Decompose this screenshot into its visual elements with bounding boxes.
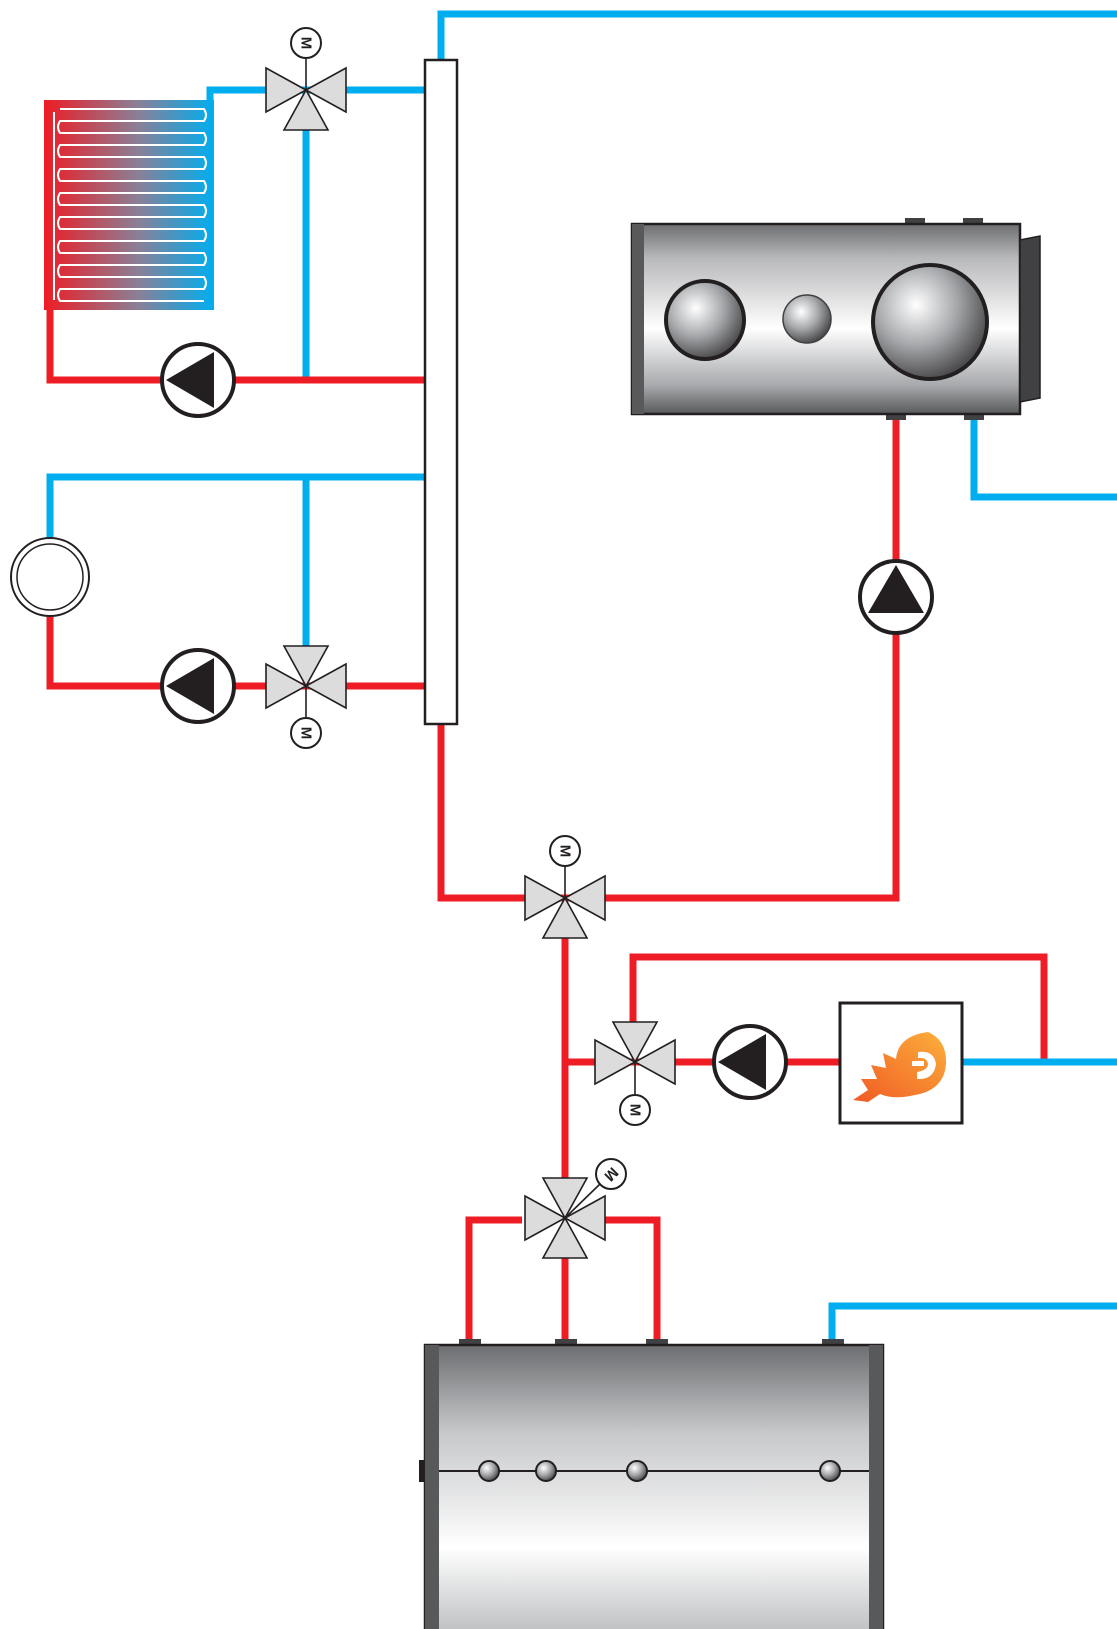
return-pipe-coil — [206, 86, 425, 102]
flame-icon — [853, 1032, 947, 1102]
supply-pipe-tank-right — [603, 1216, 661, 1345]
storage-tank — [419, 1339, 885, 1629]
supply-pipe-radiator — [46, 617, 425, 690]
valve-actuator-main[interactable]: M — [549, 835, 581, 867]
heat-pump-port-left — [664, 279, 746, 361]
return-pipe-top — [437, 10, 1117, 60]
supply-pipe-boiler-loop — [629, 953, 1048, 1062]
heat-pump-unit — [630, 218, 1041, 420]
supply-pipe-main — [437, 418, 900, 902]
tank-sensor-1 — [478, 1460, 500, 1482]
heat-pump-port-right — [871, 263, 989, 381]
pump-heating-coil[interactable] — [160, 342, 236, 418]
tank-sensor-2 — [535, 1460, 557, 1482]
actuator-label: M — [298, 37, 315, 50]
supply-pipe-coil — [46, 308, 425, 384]
actuator-label: M — [557, 845, 574, 858]
tank-sensor-4 — [819, 1460, 841, 1482]
return-pipe-tank — [828, 1302, 1117, 1345]
mixing-valve-radiator[interactable]: M — [265, 645, 347, 749]
boiler — [838, 1001, 964, 1125]
valve-actuator-tank[interactable]: M — [595, 1158, 627, 1190]
hydraulic-separator — [423, 58, 459, 726]
actuator-label: M — [298, 727, 315, 740]
valve-actuator-heating-coil[interactable]: M — [290, 27, 322, 59]
pump-boiler[interactable] — [712, 1024, 788, 1100]
mixing-valve-tank[interactable]: M — [524, 1158, 627, 1259]
underfloor-heating-coil — [44, 100, 214, 310]
valve-actuator-boiler[interactable]: M — [619, 1094, 651, 1126]
pump-heat-pump[interactable] — [858, 559, 934, 635]
supply-pipe-tank-left — [465, 1216, 522, 1345]
mixing-valve-boiler[interactable]: M — [594, 1021, 676, 1126]
mixing-valve-heating-coil[interactable]: M — [265, 27, 347, 131]
return-pipe-radiator — [46, 473, 425, 537]
mixing-valve-main[interactable]: M — [524, 835, 606, 939]
tank-sensor-3 — [626, 1460, 648, 1482]
pump-radiator[interactable] — [160, 648, 236, 724]
actuator-label: M — [627, 1104, 644, 1117]
radiator — [10, 537, 90, 617]
heat-pump-port-middle — [782, 294, 832, 344]
valve-actuator-radiator[interactable]: M — [290, 717, 322, 749]
return-pipe-heat-pump — [970, 418, 1117, 501]
